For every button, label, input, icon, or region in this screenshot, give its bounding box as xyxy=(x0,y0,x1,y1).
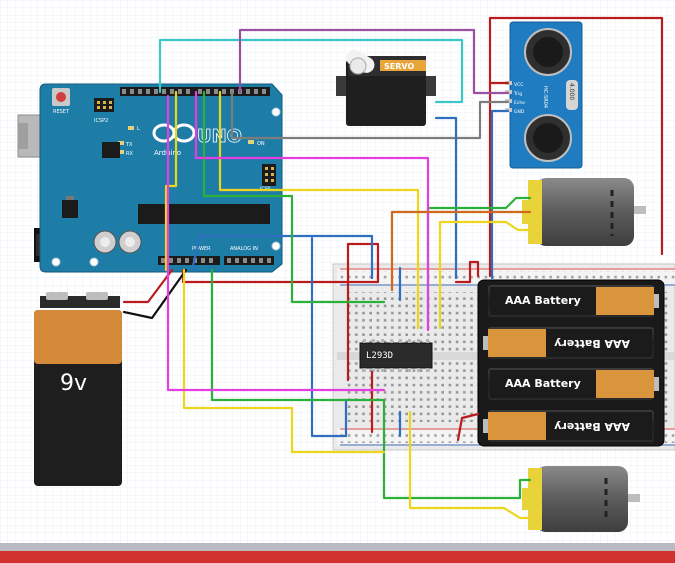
atmega-chip xyxy=(138,204,270,224)
wire-red-9v xyxy=(122,268,174,304)
dc-motor-top xyxy=(522,178,646,246)
ultrasonic-pin-trig: Trig xyxy=(513,91,522,97)
crystal-label: 4.000 xyxy=(568,83,575,100)
arduino-logo xyxy=(152,123,196,143)
wire-yellow-bottom xyxy=(182,268,386,454)
wires xyxy=(122,16,664,520)
wire-green-in2 xyxy=(210,268,532,500)
ultrasonic-model-label: HC-SR04 xyxy=(542,86,548,108)
servo-label: SERVO xyxy=(384,62,414,71)
wire-yellow-motor-bottom xyxy=(408,410,532,520)
battery-9v: 9v xyxy=(34,292,122,486)
led-rx-label: RX xyxy=(126,151,133,157)
icsp2-label: ICSP2 xyxy=(94,118,108,124)
aaa-cell-4: AAA Battery xyxy=(483,410,654,442)
wire-gray-echo xyxy=(230,90,510,140)
analog-header-label: ANALOG IN xyxy=(230,246,258,252)
digital-header xyxy=(120,87,270,96)
wire-black-9v xyxy=(122,268,188,320)
wire-orange-enable xyxy=(390,210,532,292)
footer-band-gray xyxy=(0,543,675,551)
ultrasonic-sensor: 4.000 HC-SR04 VCC Trig Echo GND xyxy=(505,21,583,169)
dc-motor-bottom xyxy=(522,466,640,532)
wire-yellow-motor-top xyxy=(438,220,532,330)
led-on-label: ON xyxy=(257,141,265,147)
wire-purple-trig xyxy=(238,28,510,95)
wire-blue-gnd-arduino xyxy=(190,234,374,280)
footer-band-red xyxy=(0,551,675,563)
wire-red-vcc-loop xyxy=(488,16,664,278)
wire-red-pack xyxy=(454,260,480,284)
wire-blue-chip-2 xyxy=(310,398,348,438)
wire-magenta-left xyxy=(166,94,386,392)
wire-cyan-servo-signal xyxy=(158,38,464,104)
servo-motor: SERVO xyxy=(336,49,436,126)
battery-9v-label: 9v xyxy=(60,371,87,396)
wire-yellow-in3 xyxy=(164,90,178,272)
aaa-cell-1-label: AAA Battery xyxy=(505,294,581,307)
wire-green-in1 xyxy=(202,90,386,304)
l293d-chip: L293D xyxy=(359,339,433,372)
led-l-label: L xyxy=(137,126,140,132)
aaa-cell-3: AAA Battery xyxy=(488,368,659,400)
l293d-label: L293D xyxy=(366,351,393,361)
wire-magenta-en xyxy=(194,90,430,332)
wire-red-battery-neg xyxy=(456,412,480,442)
aaa-cell-2-label: AAA Battery xyxy=(554,337,630,350)
power-header-label: POWER xyxy=(192,246,211,252)
aaa-battery-pack: AAA Battery AAA Battery AAA Battery AAA … xyxy=(477,279,665,447)
ultrasonic-pin-gnd: GND xyxy=(514,109,525,115)
ultrasonic-pin-vcc: VCC xyxy=(514,82,523,88)
aaa-cell-3-label: AAA Battery xyxy=(505,377,581,390)
ultrasonic-pin-echo: Echo xyxy=(514,100,525,106)
led-tx-label: TX xyxy=(125,142,133,148)
analog-header xyxy=(224,256,274,265)
aaa-cell-2: AAA Battery xyxy=(483,327,654,359)
aaa-cell-1: AAA Battery xyxy=(488,285,659,317)
aaa-cell-4-label: AAA Battery xyxy=(554,420,630,433)
reset-label: RESET xyxy=(53,109,70,115)
wire-yellow-in4 xyxy=(218,90,420,330)
arduino-uno-board: RESET ICSP2 L TX RX UNO Arduino ON ICSP xyxy=(17,83,283,273)
wire-blue-servo-gnd xyxy=(434,116,458,280)
